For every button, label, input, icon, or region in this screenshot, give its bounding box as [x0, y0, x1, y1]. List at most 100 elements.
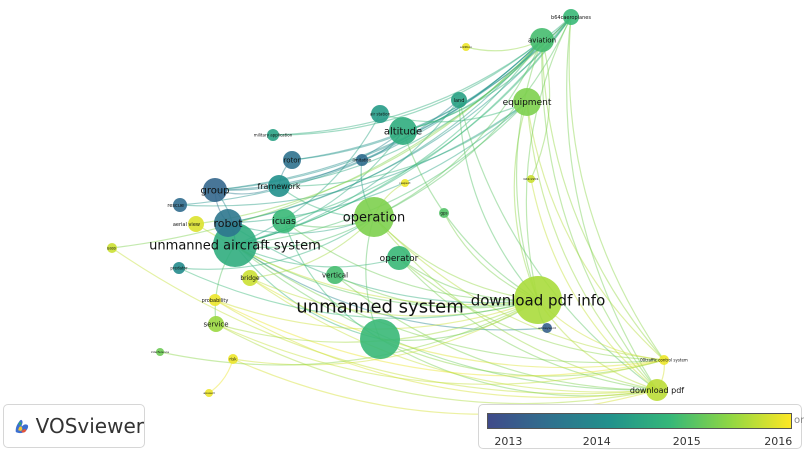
network-link: [278, 101, 528, 187]
node-group-circle[interactable]: [203, 178, 227, 202]
network-link: [178, 267, 539, 319]
node-download-pdf-info-label[interactable]: download pdf info: [471, 291, 606, 309]
legend-tick-2016: 2016: [764, 435, 793, 448]
network-link: [278, 39, 543, 187]
node-respect-circle[interactable]: [401, 179, 409, 187]
node-b64caeroplanes-label[interactable]: b64caeroplanes: [551, 15, 591, 21]
network-link: [214, 299, 665, 377]
node-operator-label[interactable]: operator: [380, 254, 419, 264]
node-predator-label[interactable]: predator: [170, 265, 188, 270]
node-download-pdf-info-circle[interactable]: [514, 276, 562, 324]
node-risk-label[interactable]: risk: [229, 356, 237, 361]
node-unmanned-system-label[interactable]: unmanned system: [296, 296, 464, 317]
network-link: [526, 101, 658, 391]
node-art-keyword-circle[interactable]: [542, 323, 552, 333]
node-rotor-label[interactable]: rotor: [284, 157, 301, 165]
node-b64c2201-label[interactable]: b64c2201: [523, 177, 538, 181]
legend-tick-2013: 2013: [494, 435, 523, 448]
node-altitude-circle[interactable]: [389, 117, 417, 145]
network-link: [227, 222, 539, 304]
node-download-pdf-label[interactable]: download pdf: [630, 386, 684, 395]
network-link: [234, 113, 381, 246]
network-link: [373, 216, 665, 361]
node-military-application-circle[interactable]: [267, 129, 279, 141]
network-link: [249, 277, 665, 369]
node-rescue-label[interactable]: rescue: [167, 203, 184, 209]
network-link: [234, 130, 404, 246]
node-operator-circle[interactable]: [387, 246, 411, 270]
node-gps-label[interactable]: gps: [440, 210, 447, 215]
node-rotor-circle[interactable]: [283, 151, 301, 169]
node-equipment-label[interactable]: equipment: [503, 98, 552, 108]
node-framework-circle[interactable]: [268, 175, 290, 197]
node-apuavd-circle[interactable]: [205, 389, 213, 397]
node-aviation-circle[interactable]: [530, 28, 554, 52]
network-link: [283, 220, 539, 302]
node-probability-circle[interactable]: [209, 294, 221, 306]
node-operation-circle[interactable]: [354, 197, 394, 237]
node-air-station-label[interactable]: air station: [370, 111, 391, 116]
node-aerial-view-circle[interactable]: [188, 216, 204, 232]
node-robot-circle[interactable]: [214, 209, 242, 237]
node-uass-circle[interactable]: [107, 243, 117, 253]
network-link: [234, 244, 539, 308]
network-link: [398, 257, 658, 391]
node-unmanned-system-circle[interactable]: [360, 319, 400, 359]
node-apuavd-label[interactable]: apuavd: [203, 391, 214, 395]
node-interference-circle[interactable]: [156, 348, 164, 356]
node-group-label[interactable]: group: [200, 186, 229, 197]
node-aerial-view-label[interactable]: aerial view: [173, 222, 200, 228]
network-link: [334, 274, 539, 309]
node-rescue-circle[interactable]: [173, 198, 187, 212]
node-respect-label[interactable]: respect: [399, 181, 411, 185]
node-service-label[interactable]: service: [203, 321, 228, 329]
node-art-keyword-label[interactable]: art keyword: [538, 326, 556, 330]
node-vertical-circle[interactable]: [326, 266, 344, 284]
node-service-circle[interactable]: [208, 316, 224, 332]
node-probability-label[interactable]: probability: [202, 298, 229, 304]
node-download-pdf-circle[interactable]: [646, 379, 668, 401]
legend-cut-text: or: [794, 415, 804, 426]
node-bridge-label[interactable]: bridge: [240, 275, 260, 282]
node-addition-label[interactable]: addition: [460, 45, 472, 49]
node-land-circle[interactable]: [451, 92, 467, 108]
network-link: [214, 39, 543, 191]
node-equipment-circle[interactable]: [513, 88, 541, 116]
node-b64caeroplanes-circle[interactable]: [563, 9, 579, 25]
legend-tick-2014: 2014: [582, 435, 611, 448]
network-link: [249, 277, 658, 393]
node-limitation-label[interactable]: limitation: [353, 157, 372, 162]
node-land-label[interactable]: land: [454, 98, 465, 104]
node-addition-circle[interactable]: [462, 43, 470, 51]
node-robot-label[interactable]: robot: [213, 217, 243, 230]
node-aviation-label[interactable]: aviation: [528, 37, 556, 45]
node-limitation-circle[interactable]: [356, 154, 368, 166]
network-link: [283, 16, 572, 222]
vosviewer-logo[interactable]: VOSviewer: [3, 404, 145, 448]
node-air-station-circle[interactable]: [371, 105, 389, 123]
node-altitude-label[interactable]: altitude: [384, 127, 422, 138]
node-b64c2201-circle[interactable]: [527, 175, 535, 183]
network-link: [179, 39, 543, 206]
node-traffic-control-system-circle[interactable]: [659, 355, 669, 365]
node-uass-label[interactable]: uass: [107, 245, 116, 250]
node-traffic-control-system-label[interactable]: 00traffic control system: [640, 357, 688, 362]
node-icuas-label[interactable]: icuas: [272, 217, 296, 227]
node-icuas-circle[interactable]: [272, 209, 296, 233]
node-operation-label[interactable]: operation: [343, 211, 405, 226]
app-name: VOSviewer: [35, 414, 144, 438]
node-predator-circle[interactable]: [173, 262, 185, 274]
network-link: [568, 16, 665, 361]
node-unmanned-aircraft-system-label[interactable]: unmanned aircraft system: [149, 239, 321, 254]
node-military-application-label[interactable]: military application: [254, 132, 293, 137]
node-interference-label[interactable]: interference: [151, 350, 169, 354]
node-risk-circle[interactable]: [228, 354, 238, 364]
node-gps-circle[interactable]: [439, 208, 449, 218]
network-link: [195, 39, 543, 225]
node-framework-label[interactable]: framework: [257, 182, 300, 191]
network-link: [291, 39, 543, 161]
network-labels: unmanned aircraft system download pdf inf…: [107, 15, 688, 395]
node-vertical-label[interactable]: vertical: [322, 272, 348, 280]
node-bridge-circle[interactable]: [242, 270, 258, 286]
